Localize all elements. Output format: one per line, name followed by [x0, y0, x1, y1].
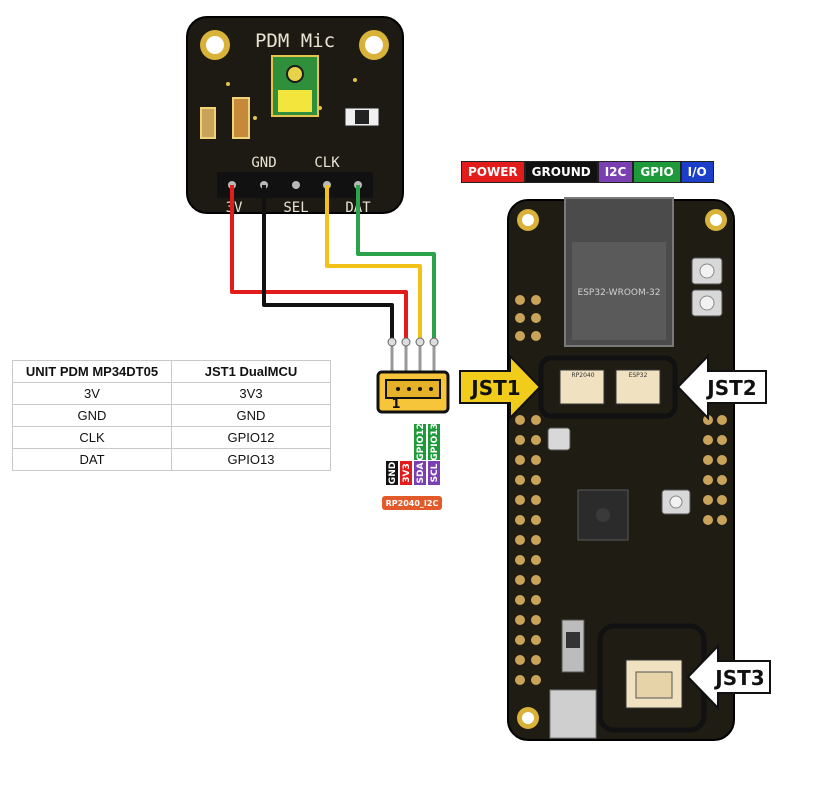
dualmcu-board: ESP32-WROOM-32 — [507, 197, 735, 741]
arrow-jst2 — [676, 353, 767, 421]
mic-title: PDM Mic — [255, 30, 335, 52]
table-cell: GND — [12, 404, 172, 427]
wires — [230, 185, 436, 340]
jst2-label: JST2 — [705, 376, 756, 400]
legend-i2c: I2C — [597, 161, 634, 183]
table-cell: 3V3 — [171, 382, 331, 405]
pin-tags: GND 3V3 SDA SCL GPIO12 GPIO13 RP2040_I2C — [382, 423, 442, 510]
mic-pin-3v-label: 3V — [226, 200, 243, 216]
legend-ground: GROUND — [524, 161, 598, 183]
esp32-module-label: ESP32-WROOM-32 — [578, 288, 661, 298]
gpio-tag-12: GPIO12 — [416, 423, 426, 461]
wire-ground — [262, 185, 394, 340]
jst1-label: JST1 — [469, 376, 520, 400]
table-cell: DAT — [12, 448, 172, 471]
bus-label: RP2040_I2C — [386, 499, 439, 508]
port-label-rp2040: RP2040 — [571, 372, 594, 379]
pin-tag-3v3: 3V3 — [402, 463, 412, 483]
jst-arrows: JST1 JST2 JST3 — [459, 353, 771, 711]
table-row: DAT GPIO13 — [12, 448, 331, 471]
port-label-esp32: ESP32 — [629, 372, 648, 379]
wire-dat — [356, 185, 436, 340]
wire-color-legend: POWER GROUND I2C GPIO I/O — [461, 161, 714, 183]
jst-connector: 1 — [376, 337, 450, 414]
jst3-label: JST3 — [713, 666, 764, 690]
legend-power: POWER — [461, 161, 525, 183]
wire-power — [230, 185, 408, 340]
legend-gpio: GPIO — [633, 161, 681, 183]
table-header-row: UNIT PDM MP34DT05 JST1 DualMCU — [12, 360, 331, 383]
table-cell: GND — [171, 404, 331, 427]
gpio-tag-13: GPIO13 — [430, 423, 440, 461]
mic-pin-clk-label: CLK — [314, 155, 340, 171]
pin-tag-gnd: GND — [388, 462, 398, 484]
arrow-jst3 — [686, 643, 771, 711]
table-cell: 3V — [12, 382, 172, 405]
wire-clk — [325, 185, 422, 340]
table-header-cell: UNIT PDM MP34DT05 — [12, 360, 172, 383]
connector-pin-number: 1 — [391, 397, 400, 412]
table-cell: GPIO13 — [171, 448, 331, 471]
legend-io: I/O — [680, 161, 714, 183]
pin-tag-sda: SDA — [416, 463, 426, 484]
pin-mapping-table: UNIT PDM MP34DT05 JST1 DualMCU 3V 3V3 GN… — [12, 360, 331, 471]
table-row: 3V 3V3 — [12, 382, 331, 405]
table-row: GND GND — [12, 404, 331, 427]
table-header-cell: JST1 DualMCU — [171, 360, 331, 383]
mic-pin-sel-label: SEL — [283, 200, 308, 216]
table-cell: CLK — [12, 426, 172, 449]
arrow-jst1 — [459, 353, 542, 421]
pdm-mic-board: PDM Mic GND CLK 3V SEL DAT — [186, 16, 404, 216]
table-row: CLK GPIO12 — [12, 426, 331, 449]
mic-pin-gnd-label: GND — [251, 155, 276, 171]
table-cell: GPIO12 — [171, 426, 331, 449]
pin-tag-scl: SCL — [430, 463, 440, 482]
